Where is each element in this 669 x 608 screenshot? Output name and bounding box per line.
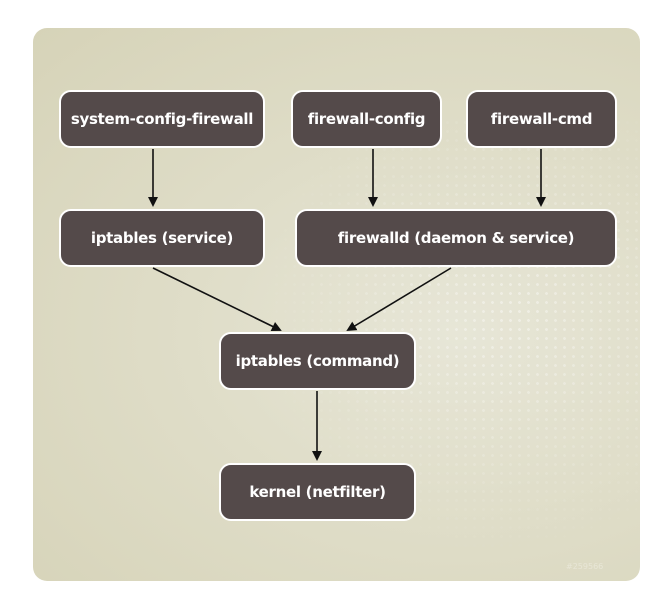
node-firewall-cmd: firewall-cmd	[466, 90, 617, 148]
node-iptables-service: iptables (service)	[59, 209, 265, 267]
edge-firewalld-to-iptables-command	[346, 267, 452, 332]
node-firewalld: firewalld (daemon & service)	[295, 209, 617, 267]
node-system-config-firewall: system-config-firewall	[59, 90, 265, 148]
edge-iptables-service-to-iptables-command	[152, 267, 282, 331]
watermark-id: #259566	[566, 562, 604, 571]
node-iptables-command: iptables (command)	[219, 332, 416, 390]
node-firewall-config: firewall-config	[291, 90, 442, 148]
node-kernel-netfilter: kernel (netfilter)	[219, 463, 416, 521]
